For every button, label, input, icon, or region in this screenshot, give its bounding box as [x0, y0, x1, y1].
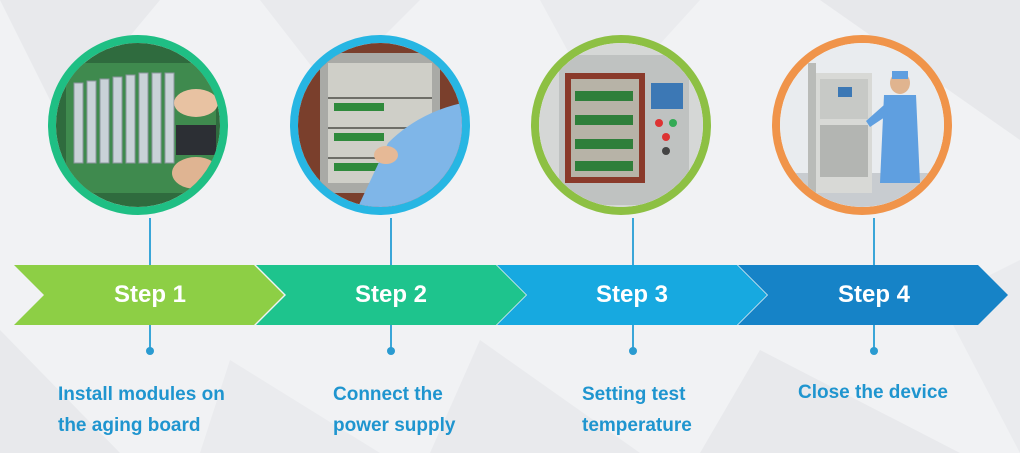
step-3-dot: [629, 347, 637, 355]
step-1-arrow: [14, 265, 284, 325]
step-4-arrow: [738, 265, 1008, 325]
step-2-description: Connect the power supply: [333, 379, 563, 441]
step-2-label: Step 2: [354, 281, 428, 308]
aging-board-photo: [56, 43, 220, 207]
step-2-connector-top: [390, 218, 392, 266]
step-3-label: Step 3: [595, 281, 669, 308]
step-1-dot: [146, 347, 154, 355]
step-1-description: Install modules on the aging board: [58, 379, 288, 441]
operator-closing-photo: [780, 43, 944, 207]
step-1-connector-bottom: [149, 325, 151, 349]
step-3-photo: [531, 35, 711, 215]
step-2-dot: [387, 347, 395, 355]
step-4-label: Step 4: [837, 281, 911, 308]
step-1-description-line-2: the aging board: [58, 415, 201, 436]
step-4-photo: [772, 35, 952, 215]
step-3-description-line-2: temperature: [582, 415, 692, 436]
step-2-arrow: [256, 265, 526, 325]
step-2-photo: [290, 35, 470, 215]
step-1-photo: [48, 35, 228, 215]
step-1-connector-top: [149, 218, 151, 266]
step-2-connector-bottom: [390, 325, 392, 349]
step-3-arrow: [497, 265, 767, 325]
step-3-connector-bottom: [632, 325, 634, 349]
step-2-description-line-1: Connect the: [333, 384, 443, 405]
step-1-description-line-1: Install modules on: [58, 384, 225, 405]
step-1-label: Step 1: [113, 281, 187, 308]
step-3-description-line-1: Setting test: [582, 384, 686, 405]
step-3-connector-top: [632, 218, 634, 266]
step-4-description-line-1: Close the device: [798, 382, 948, 403]
step-4-connector-top: [873, 218, 875, 266]
step-4-connector-bottom: [873, 325, 875, 349]
step-3-description: Setting test temperature: [582, 379, 812, 441]
test-chamber-photo: [539, 43, 703, 207]
step-4-description: Close the device: [798, 377, 1020, 408]
chamber-wiring-photo: [298, 43, 462, 207]
step-2-description-line-2: power supply: [333, 415, 456, 436]
step-4-dot: [870, 347, 878, 355]
